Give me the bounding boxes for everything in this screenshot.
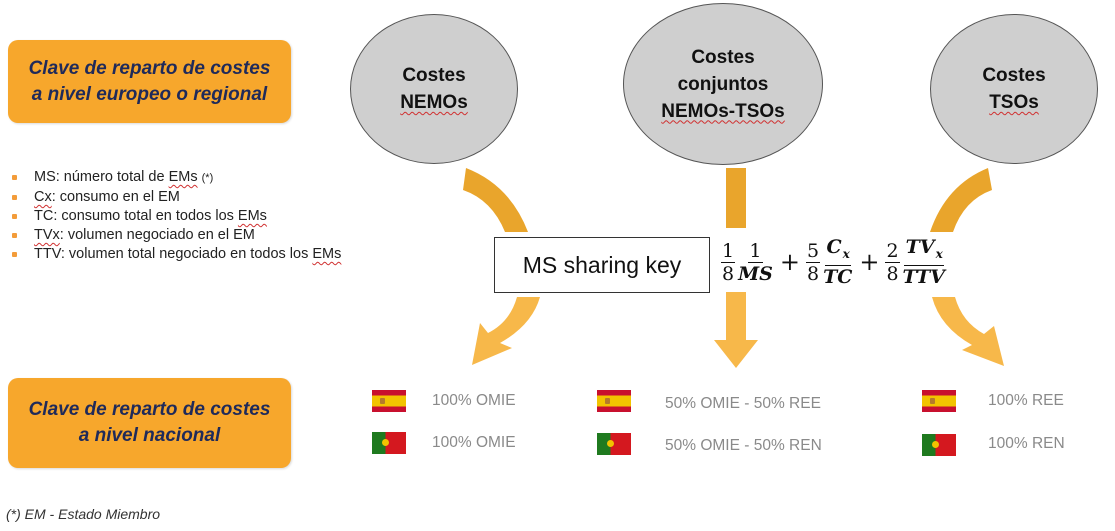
regional-key-line2: a nivel europeo o regional [31, 83, 268, 105]
allocation-joint-portugal: 50% OMIE - 50% REN [665, 437, 822, 454]
portugal-flag-icon [372, 432, 406, 454]
legend-text: : número total de [55, 169, 169, 185]
arrow-joint-down [726, 168, 746, 228]
ellipse-joint-line2: conjuntos [677, 73, 769, 95]
arrow-to-joint-allocation [714, 292, 758, 368]
ellipse-tsos-line1: Costes [982, 65, 1046, 86]
abbreviation-legend: MS: número total de EMs (*) Cx: consumo … [0, 168, 341, 264]
legend-abbr: Cx [34, 189, 52, 205]
legend-item: Cx: consumo en el EM [0, 188, 341, 207]
arrow-to-nemos-allocation [472, 297, 540, 365]
sharing-key-label: MS sharing key [522, 251, 682, 278]
ellipse-joint-line1: Costes [691, 46, 755, 68]
arrow-to-tsos-allocation [932, 297, 1004, 366]
footnote: (*) EM - Estado Miembro [6, 506, 161, 522]
bullet-icon [12, 252, 17, 257]
legend-text: : volumen total negociado en todos los [60, 246, 313, 262]
national-key-line2: a nivel nacional [78, 425, 221, 446]
plus-operator: + [779, 248, 800, 276]
regional-key-box: Clave de reparto de costes a nivel europ… [8, 40, 291, 123]
portugal-flag-icon [922, 434, 956, 456]
legend-item: TC: consumo total en todos los EMs [0, 207, 341, 226]
bullet-icon [12, 233, 17, 238]
legend-tail: EMs [237, 208, 267, 224]
allocation-nemos-spain: 100% OMIE [432, 392, 516, 409]
legend-abbr: TTV [34, 246, 61, 262]
spain-flag-icon [372, 390, 406, 412]
national-key-line1: Clave de reparto de costes [28, 399, 271, 420]
ellipse-tsos-costs: Costes TSOs [930, 14, 1098, 164]
bullet-icon [12, 214, 17, 219]
legend-item: TTV: volumen total negociado en todos lo… [0, 245, 341, 264]
legend-tail: EMs [168, 169, 198, 185]
arrow-tsos-down [930, 168, 992, 232]
portugal-flag-icon [597, 433, 631, 455]
ellipse-joint-costs: Costes conjuntos NEMOs-TSOs [623, 3, 823, 165]
legend-abbr: TC [34, 208, 54, 224]
ellipse-nemos-line1: Costes [402, 65, 466, 86]
allocation-tsos-spain: 100% REE [988, 392, 1064, 409]
arrow-nemos-down [463, 168, 528, 232]
legend-abbr: MS [34, 169, 56, 185]
ellipse-joint-line3: NEMOs-TSOs [661, 100, 785, 122]
legend-tail: EMs [312, 246, 342, 262]
spain-flag-icon [922, 390, 956, 412]
allocation-joint-spain: 50% OMIE - 50% REE [665, 395, 821, 412]
regional-key-line1: Clave de reparto de costes [28, 57, 271, 79]
bullet-icon [12, 175, 17, 180]
legend-item: MS: número total de EMs (*) [0, 168, 341, 188]
legend-abbr: TVx [34, 227, 60, 243]
spain-flag-icon [597, 390, 631, 412]
legend-text: : consumo total en todos los [53, 208, 238, 224]
ellipse-nemos-costs: Costes NEMOs [350, 14, 518, 164]
legend-text: : consumo en el EM [51, 189, 180, 205]
ellipse-tsos-line2: TSOs [989, 92, 1039, 113]
legend-item: TVx: volumen negociado en el EM [0, 226, 341, 245]
legend-note: (*) [201, 172, 214, 184]
allocation-nemos-portugal: 100% OMIE [432, 434, 516, 451]
national-key-box: Clave de reparto de costes a nivel nacio… [8, 378, 291, 468]
allocation-tsos-portugal: 100% REN [988, 435, 1065, 452]
sharing-key-box: MS sharing key [494, 237, 710, 293]
plus-operator: + [859, 248, 880, 276]
legend-text: : volumen negociado en el EM [59, 227, 255, 243]
bullet-icon [12, 195, 17, 200]
ellipse-nemos-line2: NEMOs [400, 92, 468, 113]
